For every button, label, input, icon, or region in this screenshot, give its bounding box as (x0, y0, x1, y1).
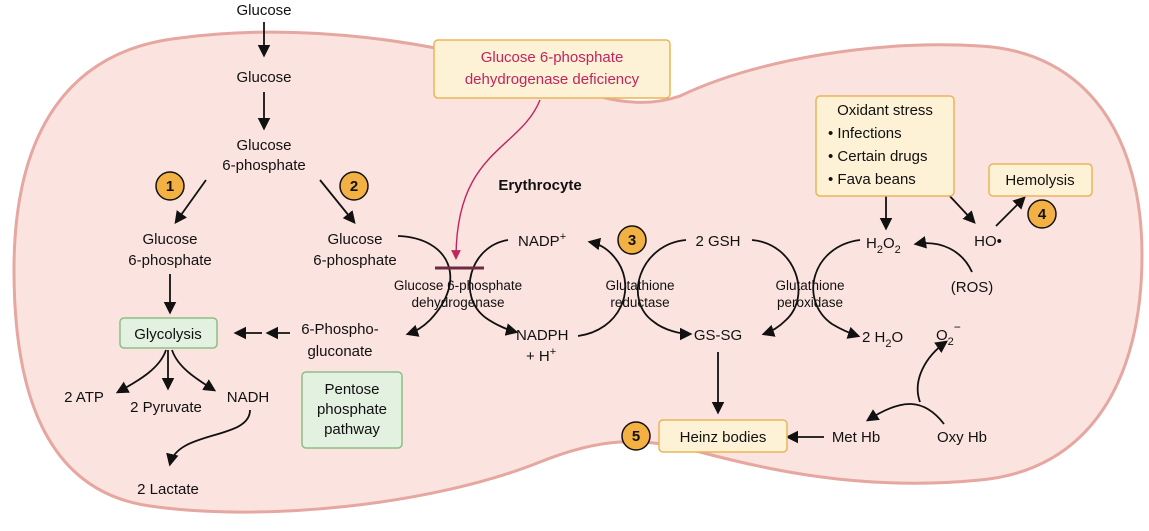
g6p-right-line2: 6-phosphate (313, 252, 396, 269)
badge-1: 1 (155, 171, 185, 201)
ros-label: (ROS) (951, 279, 994, 296)
arrow-gssg-to-gsh (636, 239, 693, 341)
arrow-ros-to-h2o2 (913, 236, 973, 273)
deficiency-line1: Glucose 6-phosphate (481, 49, 624, 66)
svg-text:2: 2 (350, 178, 358, 195)
g6p-top-line1: Glucose (236, 137, 291, 154)
arrow-g6p-to-6pg (397, 235, 452, 337)
arrow-h2o2-to-water (812, 239, 861, 339)
glucose-outside-label: Glucose (236, 2, 291, 19)
hydroxyl-label: HO• (974, 233, 1002, 250)
oxidant-item-fava: • Fava beans (828, 171, 916, 188)
nadph-line2: + H+ (526, 346, 556, 365)
pentose-line3: pathway (324, 421, 380, 438)
badge-5: 5 (621, 421, 651, 451)
arrow-oxidant-to-hydroxyl (945, 191, 976, 224)
arrow-deficiency (451, 99, 541, 260)
atp-label: 2 ATP (64, 389, 104, 406)
nadh-label: NADH (227, 389, 270, 406)
pentose-pathway-box (301, 371, 403, 449)
oxidant-item-infections: • Infections (828, 125, 902, 142)
badge-2: 2 (339, 171, 369, 201)
g6p-top-line2: 6-phosphate (222, 157, 305, 174)
arrow-oxyhb-to-superoxide (916, 340, 949, 403)
lactate-label: 2 Lactate (137, 481, 199, 498)
hemolysis-label: Hemolysis (1005, 172, 1074, 189)
glycolysis-box (119, 317, 218, 349)
deficiency-line2: dehydrogenase deficiency (465, 71, 640, 88)
gssg-label: GS-SG (694, 327, 742, 344)
g6p-left-line1: Glucose (142, 231, 197, 248)
heinz-bodies-label: Heinz bodies (680, 429, 767, 446)
oxidant-item-drugs: • Certain drugs (828, 148, 927, 165)
oxy-hb-label: Oxy Hb (937, 429, 987, 446)
heinz-bodies-box (658, 419, 788, 453)
arrow-nadp-to-nadph (469, 239, 519, 336)
arrow-oxyhb-to-methb (865, 403, 945, 425)
deficiency-box (433, 39, 671, 99)
phosphogluconate-line1: 6-Phospho- (301, 321, 379, 338)
svg-text:5: 5 (632, 428, 640, 445)
met-hb-label: Met Hb (832, 429, 880, 446)
hemolysis-box (988, 163, 1093, 197)
glutathione-reductase-line2: reductase (610, 295, 669, 310)
pyruvate-label: 2 Pyruvate (130, 399, 202, 416)
svg-text:1: 1 (166, 178, 174, 195)
g6pd-enzyme-line2: dehydrogenase (411, 295, 504, 310)
arrow-to-lactate (166, 409, 251, 467)
g6pd-enzyme-line1: Glucose 6-phosphate (394, 278, 522, 293)
phosphogluconate-line2: gluconate (307, 343, 372, 360)
nadph-line1: NADPH (516, 327, 569, 344)
water-label: 2 H2O (862, 329, 903, 350)
arrow-gsh-to-gssg (751, 239, 800, 337)
svg-text:4: 4 (1038, 206, 1047, 223)
badge-3: 3 (617, 225, 647, 255)
pentose-line2: phosphate (317, 401, 387, 418)
badge-4: 4 (1027, 199, 1057, 229)
svg-text:3: 3 (628, 232, 636, 249)
arrow-to-glycolysis-branch (174, 179, 207, 225)
arrow-to-nadh (171, 349, 217, 392)
arrow-nadph-to-nadp (577, 237, 627, 337)
erythrocyte-label: Erythrocyte (498, 177, 581, 194)
arrow-hydroxyl-to-hemolysis (995, 196, 1026, 227)
glycolysis-label: Glycolysis (134, 326, 202, 343)
oxidant-stress-box (815, 95, 955, 197)
superoxide-label: O2− (936, 320, 961, 348)
oxidant-stress-title: Oxidant stress (837, 102, 933, 119)
glucose-inside-label: Glucose (236, 69, 291, 86)
glutathione-reductase-line1: Glutathione (605, 278, 674, 293)
arrow-to-pentose-branch (319, 179, 356, 224)
g6p-left-line2: 6-phosphate (128, 252, 211, 269)
g6p-right-line1: Glucose (327, 231, 382, 248)
arrow-to-atp (115, 349, 167, 394)
gsh-label: 2 GSH (695, 233, 740, 250)
glutathione-peroxidase-line2: peroxidase (777, 295, 843, 310)
glutathione-peroxidase-line1: Glutathione (775, 278, 844, 293)
h2o2-label: H2O2 (866, 235, 901, 256)
pentose-line1: Pentose (324, 381, 379, 398)
nadp-label: NADP+ (518, 231, 566, 250)
